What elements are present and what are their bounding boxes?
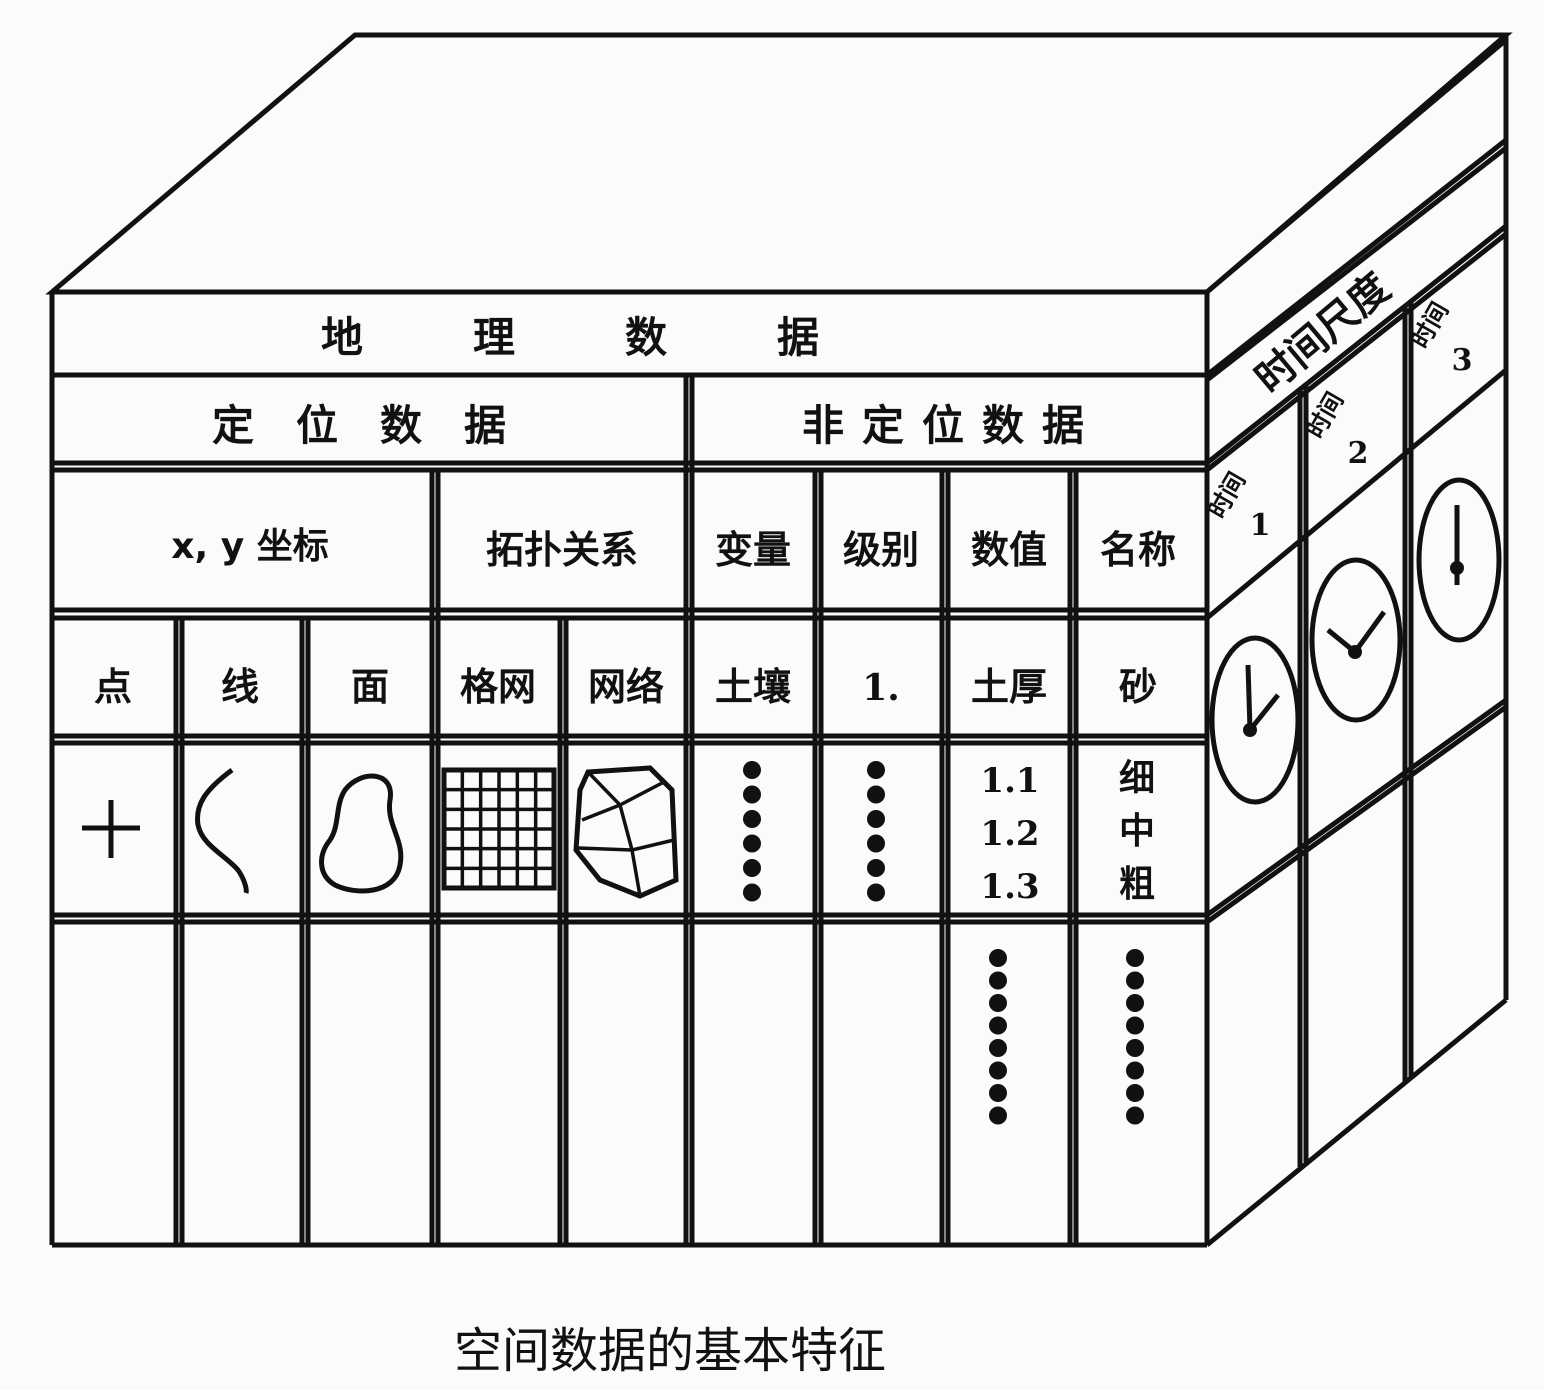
name-item: 粗 [1119,864,1155,905]
dot [1126,1084,1144,1102]
dot [743,761,761,779]
dot [1126,1106,1144,1125]
clock-icon [1416,477,1502,643]
dot [989,1016,1007,1035]
time-number-1: 1 [1250,508,1271,543]
dot [743,883,761,902]
column-value: 数值 [971,528,1047,572]
box-outline [45,32,1513,1248]
column-variable: 变量 [715,528,791,572]
value-item: 1.2 [980,814,1039,854]
value-item: 1.1 [980,761,1039,801]
dot [989,1106,1007,1125]
dot [867,810,885,828]
category-row: x, y 坐标 拓扑关系 变量 级别 数值 名称 [171,526,1176,572]
dot [867,883,885,902]
column-level: 级别 [843,528,919,572]
line-label: 线 [221,665,259,709]
dot [743,785,761,804]
plus-icon [82,800,140,858]
icons-row: 1.1 1.2 1.3 细 中 粗 [82,758,1155,1125]
dots-icon [989,949,1007,1125]
name-item: 中 [1119,811,1155,852]
dot [989,949,1007,967]
topology-label: 拓扑关系 [486,528,638,572]
dot [1126,1016,1144,1035]
dot [867,761,885,779]
caption: 空间数据的基本特征 [454,1323,886,1379]
dot [743,834,761,853]
headers: 地理数据 定位数据 非定位数据 [212,313,1102,450]
dot [1126,1039,1144,1057]
dot [1126,1061,1144,1080]
dot [743,810,761,828]
dot [989,1061,1007,1080]
dot [1126,994,1144,1012]
grid-icon [441,767,557,891]
polygon-icon [319,773,404,894]
value-item: 1.3 [980,867,1039,907]
dot [989,1039,1007,1057]
time-label-1: 时间 [1203,467,1251,523]
network-label: 网络 [588,665,664,709]
positional-header: 定位数据 [212,401,548,450]
dot [867,859,885,877]
example-sand: 砂 [1119,665,1157,709]
dot [989,971,1007,990]
point-label: 点 [94,665,132,709]
dot [867,834,885,853]
curve-icon [194,767,249,894]
dot [989,1084,1007,1102]
time-number-3: 3 [1452,343,1473,378]
name-item: 细 [1119,758,1155,799]
example-thickness: 土厚 [971,665,1047,709]
front-grid [52,372,1207,1245]
top-face [45,32,1513,295]
clock-icon [1209,635,1301,805]
example-level: 1. [862,667,900,709]
dot [1126,971,1144,990]
non-positional-header: 非定位数据 [802,401,1102,450]
type-row: 点 线 面 格网 网络 土壤 1. 土厚 砂 [94,665,1157,709]
dot [989,994,1007,1012]
clock-icon [1309,557,1403,723]
dots-icon [867,761,885,902]
right-face-grid [1205,38,1508,1167]
dots-icon [1126,949,1144,1125]
column-name: 名称 [1100,528,1176,572]
grid-label: 格网 [460,665,536,709]
coords-label: x, y 坐标 [171,526,328,567]
example-soil: 土壤 [715,665,791,709]
time-number-2: 2 [1348,436,1369,471]
dot [1126,949,1144,967]
dot [743,859,761,877]
area-label: 面 [351,665,389,709]
dot [867,785,885,804]
dots-icon [743,761,761,902]
network-icon [573,765,679,899]
main-header: 地理数据 [321,313,929,362]
